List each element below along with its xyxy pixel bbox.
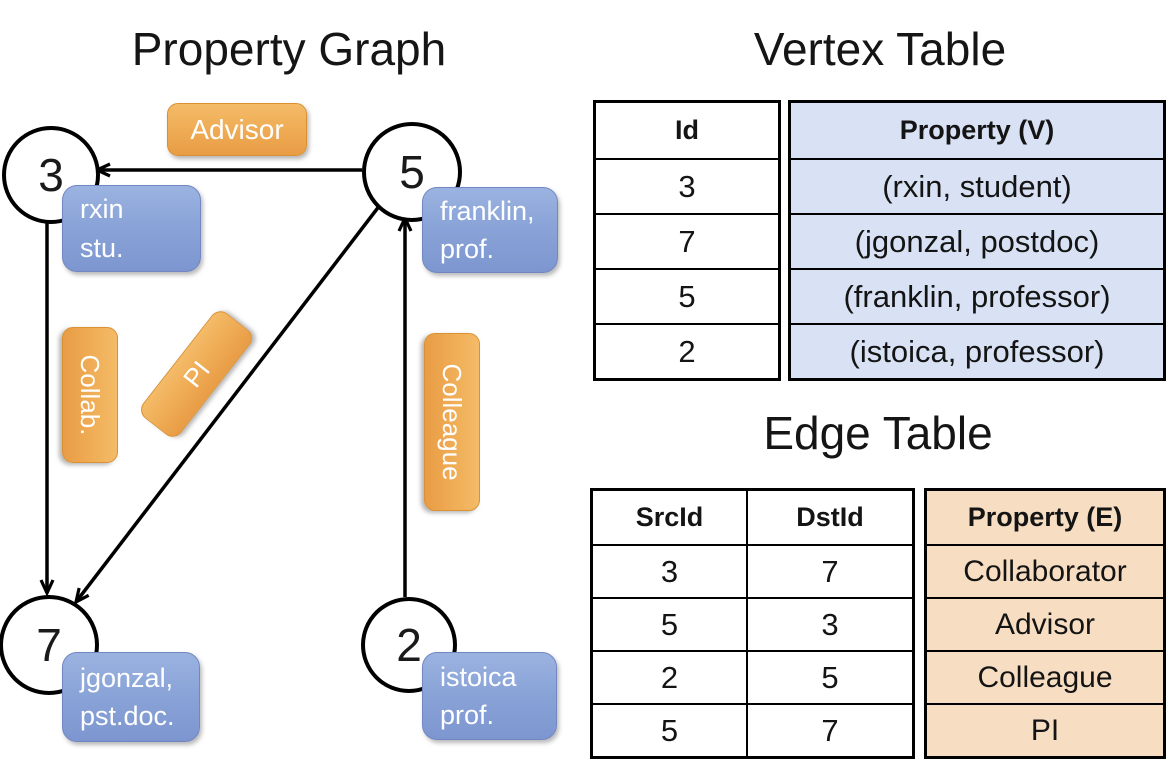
- vertex-property-box-2: istoica prof.: [422, 652, 557, 740]
- vertex-property-cell: (rxin, student): [882, 168, 1072, 204]
- vertex-table-header-property: Property (V): [899, 115, 1055, 145]
- edge-label-advisor: Advisor: [167, 103, 307, 156]
- edge-property-cell: Collaborator: [963, 554, 1127, 588]
- vertex-2-line2: prof.: [440, 700, 495, 730]
- node-2-id: 2: [396, 619, 422, 671]
- edge-property-cell: PI: [1030, 713, 1060, 747]
- vertex-table-id-column: Id 3 7 5 2: [593, 100, 781, 381]
- node-5-id: 5: [399, 146, 425, 198]
- edge-srcid-cell: 3: [660, 553, 679, 589]
- table-row: 3: [596, 158, 778, 213]
- table-row: 5: [596, 268, 778, 323]
- node-3-id: 3: [38, 149, 64, 201]
- graph-node-5: 5: [362, 122, 462, 222]
- table-row: (istoica, professor): [791, 323, 1163, 378]
- table-row: 2 5: [593, 650, 912, 703]
- vertex-property-box-5: franklin, prof.: [422, 187, 558, 273]
- vertex-property-cell: (jgonzal, postdoc): [854, 223, 1100, 259]
- table-row: Advisor: [927, 597, 1163, 650]
- vertex-property-box-3: rxin stu.: [62, 185, 201, 272]
- vertex-7-line1: jgonzal,: [80, 662, 174, 693]
- table-row: 5 7: [593, 703, 912, 756]
- vertex-2-line1: istoica: [440, 661, 517, 692]
- edge-dstid-cell: 7: [746, 705, 912, 756]
- vertex-id-cell: 3: [678, 168, 696, 204]
- edge-label-pi: PI: [136, 306, 257, 442]
- edge-table-header-dstid: DstId: [746, 491, 912, 544]
- graph-node-3: 3: [2, 126, 100, 224]
- edge-srcid-cell: 5: [660, 712, 679, 748]
- edge-srcid-cell: 5: [660, 606, 679, 642]
- table-row: (franklin, professor): [791, 268, 1163, 323]
- vertex-property-cell: (franklin, professor): [843, 278, 1111, 314]
- edge-property-cell: Colleague: [977, 660, 1113, 694]
- table-row: (jgonzal, postdoc): [791, 213, 1163, 268]
- edge-dstid-cell: 3: [746, 599, 912, 650]
- table-row: Colleague: [927, 650, 1163, 703]
- vertex-id-cell: 5: [678, 278, 696, 314]
- table-row: Collaborator: [927, 544, 1163, 597]
- vertex-property-box-7: jgonzal, pst.doc.: [62, 652, 200, 742]
- vertex-table-property-column: Property (V) (rxin, student) (jgonzal, p…: [788, 100, 1166, 381]
- edge-table-property-column: Property (E) Collaborator Advisor Collea…: [924, 488, 1166, 759]
- node-7-id: 7: [36, 619, 62, 671]
- table-row: 3 7: [593, 544, 912, 597]
- edge-table-header-srcid: SrcId: [635, 502, 704, 532]
- vertex-table-header-id: Id: [675, 115, 699, 145]
- edge-dstid-cell: 7: [746, 546, 912, 597]
- vertex-3-line2: stu.: [80, 232, 124, 263]
- edge-table-header-property: Property (E): [967, 502, 1123, 532]
- edge-table-id-columns: SrcId DstId 3 7 5 3 2 5 5 7: [590, 488, 915, 759]
- edge-dstid-cell: 5: [746, 652, 912, 703]
- edge-label-colleague: Colleague: [424, 333, 480, 511]
- table-row: 5 3: [593, 597, 912, 650]
- edge-label-collab: Collab.: [62, 327, 118, 463]
- table-row: 7: [596, 213, 778, 268]
- edge-property-cell: Advisor: [994, 607, 1096, 641]
- vertex-id-cell: 7: [678, 223, 696, 259]
- vertex-3-line1: rxin: [80, 194, 124, 225]
- property-graph-title: Property Graph: [131, 23, 447, 75]
- edge-srcid-cell: 2: [660, 659, 679, 695]
- table-row: 2: [596, 323, 778, 378]
- vertex-5-line2: prof.: [440, 234, 495, 264]
- table-row: (rxin, student): [791, 158, 1163, 213]
- vertex-property-cell: (istoica, professor): [849, 333, 1105, 369]
- vertex-7-line2: pst.doc.: [80, 701, 175, 731]
- vertex-table-title: Vertex Table: [753, 23, 1007, 75]
- vertex-5-line1: franklin,: [440, 195, 535, 226]
- vertex-id-cell: 2: [678, 333, 696, 369]
- edge-table-title: Edge Table: [763, 407, 993, 459]
- table-row: PI: [927, 703, 1163, 756]
